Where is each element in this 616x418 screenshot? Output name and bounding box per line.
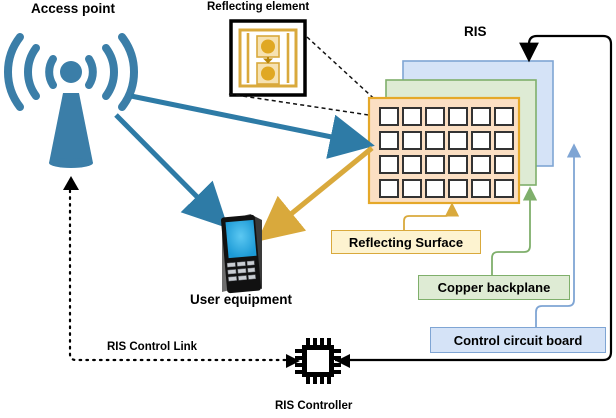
callout-copper-backplane: Copper backplane — [418, 275, 570, 300]
ris-control-link-label: RIS Control Link — [107, 341, 198, 353]
beam-ris-to-ue — [257, 146, 374, 242]
beam-ap-to-ris — [130, 93, 375, 159]
control-link-controller-to-ris — [335, 34, 613, 362]
beam-ap-to-ue — [114, 113, 229, 229]
callout-reflecting-surface: Reflecting Surface — [331, 230, 481, 254]
connector-control-circuit-board — [535, 143, 582, 327]
ris-title-label: RIS — [464, 24, 487, 39]
connector-copper-backplane — [491, 186, 538, 275]
control-link-controller-to-ap — [68, 184, 294, 362]
access-point-label: Access point — [31, 1, 116, 16]
reflecting-element-label: Reflecting element — [207, 1, 310, 13]
user-equipment-label: User equipment — [190, 292, 293, 307]
connector-reflecting-surface — [403, 202, 460, 230]
inset-leader-lines — [228, 36, 383, 118]
user-equipment-icon — [221, 214, 262, 294]
control-link-ap-arrowhead — [63, 176, 79, 190]
callout-control-circuit-board: Control circuit board — [430, 327, 606, 353]
access-point-icon — [3, 33, 139, 168]
ris-controller-label: RIS Controller — [275, 400, 353, 412]
ris-element-grid — [379, 107, 514, 198]
reflecting-element-inset — [229, 19, 307, 97]
ris-controller-icon — [286, 338, 350, 384]
